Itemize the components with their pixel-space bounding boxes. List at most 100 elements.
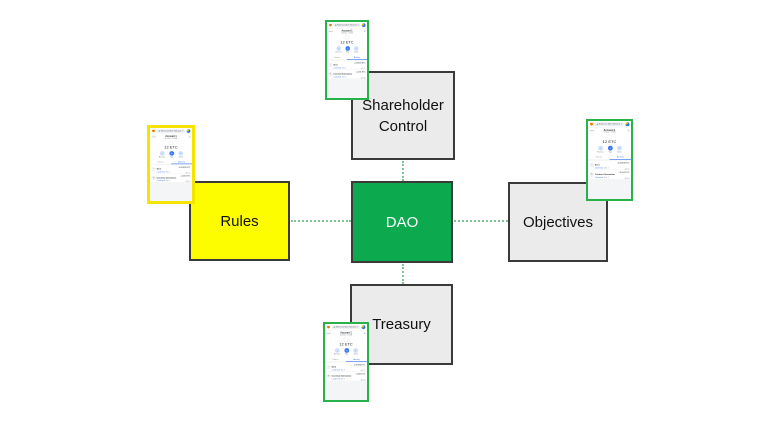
send-button: ↑ Send [353,348,359,356]
account-address: 0x1D6...C92A [340,334,352,337]
send-button: ↑ Send [178,151,184,159]
transaction-title: Contract Interaction [156,176,177,179]
transaction-date: Mar 3 [165,179,171,182]
transaction-status: Confirmed [333,66,342,69]
token-logo [343,337,349,342]
account-row-right-icon [363,30,366,33]
account-avatar [361,23,366,27]
network-status-dot [596,123,599,125]
token-logo [607,134,612,140]
transaction-fiat: -$0.18 [360,76,366,79]
account-row-left-icon [589,130,595,132]
wallet-thumbnail-right: Ethereum Main Network Account 1 0x1D6...… [586,119,633,201]
transaction-fiat: -$1.71 [360,67,366,70]
receive-button: ↓ Receive [597,145,604,154]
account-name: Account 1 [165,134,177,138]
wallet-tabs: Tokens Activity [150,160,192,165]
tab-tokens: Tokens [157,160,164,163]
network-name: Ethereum Main Network [160,129,182,132]
network-status-dot [335,24,337,26]
contract-icon: ⚙ [326,374,331,379]
transaction-status: Confirmed [333,76,342,78]
send-icon: ↑ [353,46,359,51]
account-address: 0x1D6...C92A [165,137,177,140]
transaction-row: ↗ Sent Confirmed Mar 4 -0.00924 ETC -$1.… [327,60,367,70]
account-name: Account 1 [341,29,353,33]
account-name: Account 1 [340,331,352,335]
receive-button: ↓ Receive [335,46,342,54]
account-avatar [361,325,366,329]
sent-icon: ↗ [151,167,156,172]
transaction-list: ↗ Sent Confirmed Mar 4 -0.00924 ETC -$1.… [588,160,631,199]
transaction-amount: -0.00924 ETC [353,364,366,367]
wallet-thumbnail-left: Ethereum Main Network Account 1 0x1D6...… [147,125,195,204]
connector-dao-objectives [454,220,508,222]
sent-icon: ↗ [589,163,594,167]
transaction-list: ↗ Sent Confirmed Mar 4 -0.00924 ETC -$1.… [150,164,192,201]
node-objectives-label: Objectives [522,213,594,231]
chevron-down-icon [357,24,359,26]
wallet-actions: ↓ Receive + Buy ↑ Send [588,145,631,154]
transaction-date: Mar 4 [341,66,347,69]
wallet-balance: 12 ETC [340,40,354,45]
network-selector: Ethereum Main Network [156,129,186,133]
network-selector: Ethereum Main Network [331,325,361,329]
network-status-dot [333,326,335,328]
network-status-dot [158,130,160,132]
network-selector: Ethereum Main Network [333,23,361,27]
account-section: Account 1 0x1D6...C92A [588,128,631,135]
wallet-thumbnail-bottom: Ethereum Main Network Account 1 0x1D6...… [323,322,369,402]
node-shareholder-control-label: Shareholder Control [362,96,444,135]
wallet-header: Ethereum Main Network [588,121,631,128]
send-button: ↑ Send [353,46,359,54]
wallet-balance: 12 ETC [339,342,353,347]
contract-icon: ⚙ [589,172,594,177]
token-logo [168,140,174,146]
send-icon: ↑ [353,348,359,353]
wallet-header: Ethereum Main Network [150,128,192,135]
account-row-right-icon [363,332,366,335]
transaction-fiat: -$1.71 [624,167,630,170]
account-address: 0x1D6...C92A [341,32,353,35]
node-rules: Rules [189,181,290,261]
transaction-date: Mar 3 [340,378,346,380]
chevron-down-icon [620,123,623,125]
account-row-left-icon [326,332,332,334]
account-section: Account 1 0x1D6...C92A [327,28,367,34]
transaction-row: ⚙ Contract Interaction Confirmed Mar 3 -… [325,371,367,381]
account-address: 0x1D6...C92A [603,131,616,134]
account-avatar [186,129,191,133]
node-treasury-label: Treasury [372,316,431,333]
transaction-title: Sent [156,167,162,171]
transaction-fiat: -$0.18 [185,180,191,183]
token-logo [344,35,350,40]
transaction-status: Confirmed [156,179,165,182]
tab-tokens: Tokens [595,156,603,159]
network-name: Ethereum Main Network [337,24,357,26]
transaction-row: ↗ Sent Confirmed Mar 4 -0.00924 ETC -$1.… [325,362,367,372]
transaction-title: Contract Interaction [594,173,615,176]
buy-icon: + [345,46,351,51]
transaction-amount: -0.00924 ETC [354,62,366,65]
send-button: ↑ Send [616,145,622,154]
wallet-header: Ethereum Main Network [327,22,367,29]
wallet-tabs: Tokens Activity [325,357,367,363]
sent-icon: ↗ [326,365,331,369]
wallet-actions: ↓ Receive + Buy ↑ Send [150,151,192,158]
account-row-left-icon [328,30,333,32]
wallet-tabs: Tokens Activity [327,55,367,61]
transaction-status: Confirmed [594,176,604,179]
transaction-row: ⚙ Contract Interaction Confirmed Mar 3 -… [588,170,631,179]
transaction-amount: -0.001 ETC [355,373,366,376]
node-rules-label: Rules [220,212,259,230]
wallet-balance: 12 ETC [164,145,178,150]
connector-shareholder-dao [402,161,404,181]
account-row-right-icon [188,136,191,138]
metamask-fox-icon [589,122,594,126]
chevron-down-icon [357,326,359,328]
connector-rules-dao [291,220,351,222]
account-avatar [625,122,630,127]
wallet-actions: ↓ Receive + Buy ↑ Send [325,348,367,355]
transaction-title: Sent [594,163,600,167]
